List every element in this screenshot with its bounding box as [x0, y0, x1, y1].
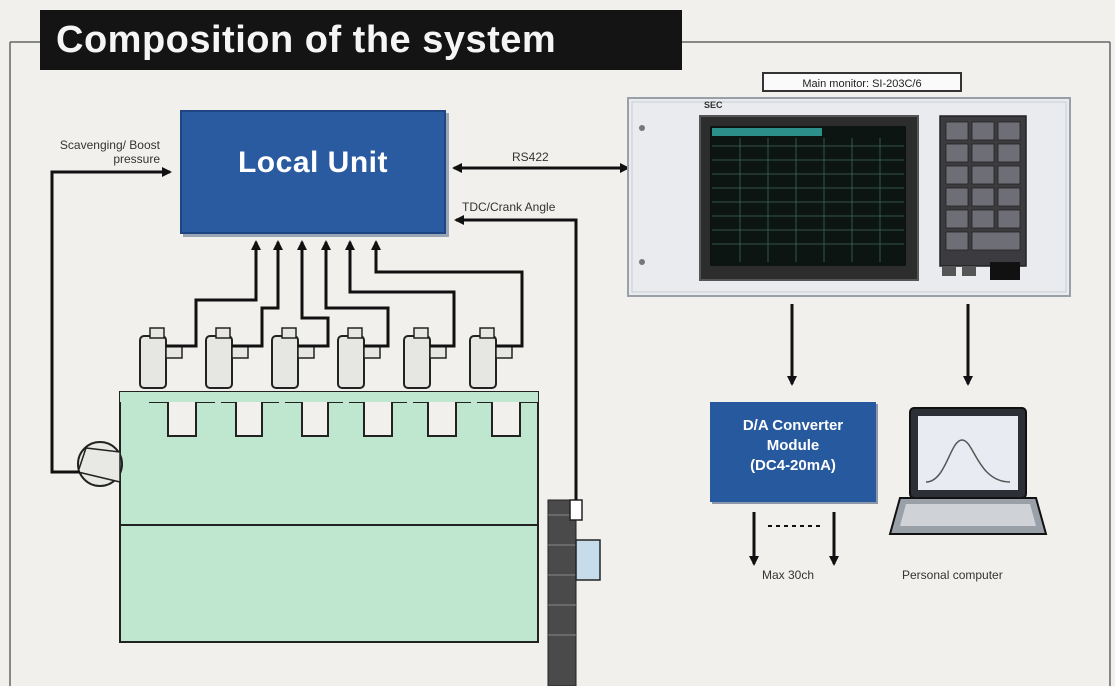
main-monitor [627, 97, 1071, 297]
outer-frame [9, 41, 1111, 686]
pressure-sensors [139, 327, 513, 389]
local-unit-box: Local Unit [180, 110, 446, 234]
sensor-1 [139, 327, 183, 389]
da-output-arrows [749, 512, 839, 566]
personal-computer-label: Personal computer [902, 568, 1003, 582]
turbocharger [77, 441, 123, 487]
sensor-signal-lines [166, 240, 524, 348]
engine-cylinders [120, 391, 538, 437]
local-unit-label: Local Unit [237, 146, 388, 179]
da-converter-line1: D/A Converter [742, 417, 844, 434]
main-monitor-label: Main monitor: SI-203C/6 [762, 72, 962, 92]
sensor-5 [403, 327, 447, 389]
tdc-line [454, 215, 578, 500]
laptop-icon [888, 407, 1048, 535]
max-channels-label: Max 30ch [762, 568, 815, 582]
da-converter-line2: Module [766, 437, 820, 454]
tdc-label: TDC/Crank Angle [462, 200, 556, 214]
scavenging-label: Scavenging/ Boost pressure [59, 138, 160, 166]
da-converter-box: D/A Converter Module (DC4-20mA) [710, 402, 876, 502]
da-converter-line3: (DC4-20mA) [750, 457, 836, 474]
crank-angle-sensor [547, 499, 601, 686]
sensor-2 [205, 327, 249, 389]
monitor-brand-label: SEC [704, 100, 723, 110]
monitor-output-arrows [787, 304, 973, 386]
scavenging-line [50, 167, 172, 474]
rs422-label: RS422 [512, 150, 549, 164]
sensor-6 [469, 327, 513, 389]
sensor-4 [337, 327, 381, 389]
sensor-3 [271, 327, 315, 389]
page-title: Composition of the system [40, 10, 682, 70]
